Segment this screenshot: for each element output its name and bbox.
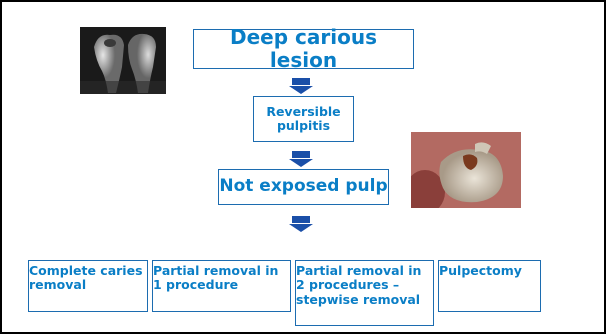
- option-partial-removal-1-procedure: Partial removal in 1 procedure: [152, 260, 291, 312]
- option-line: stepwise removal: [296, 293, 420, 307]
- xray-image: [80, 27, 166, 94]
- option-line: Partial removal in: [296, 264, 421, 278]
- down-arrow-icon: [289, 78, 313, 95]
- reversible-pulpitis-box: Reversible pulpitis: [253, 96, 354, 142]
- deep-carious-lesion-box: Deep carious lesion: [193, 29, 414, 69]
- option-line: Partial removal in: [153, 264, 278, 278]
- deep-carious-lesion-label: Deep carious lesion: [194, 26, 413, 72]
- not-exposed-pulp-label: Not exposed pulp: [219, 177, 387, 197]
- option-line: removal: [29, 278, 86, 292]
- reversible-label: Reversible: [266, 105, 340, 119]
- option-line: 1 procedure: [153, 278, 238, 292]
- option-partial-removal-2-procedures: Partial removal in 2 procedures – stepwi…: [295, 260, 434, 326]
- option-line: Pulpectomy: [439, 264, 522, 278]
- option-line: Complete caries: [29, 264, 143, 278]
- down-arrow-icon: [289, 151, 313, 168]
- option-line: 2 procedures –: [296, 278, 399, 292]
- option-pulpectomy: Pulpectomy: [438, 260, 541, 312]
- not-exposed-pulp-box: Not exposed pulp: [218, 169, 389, 205]
- option-complete-caries-removal: Complete caries removal: [28, 260, 148, 312]
- down-arrow-icon: [289, 216, 313, 233]
- tooth-photo: [411, 132, 521, 208]
- pulpitis-label: pulpitis: [277, 119, 330, 133]
